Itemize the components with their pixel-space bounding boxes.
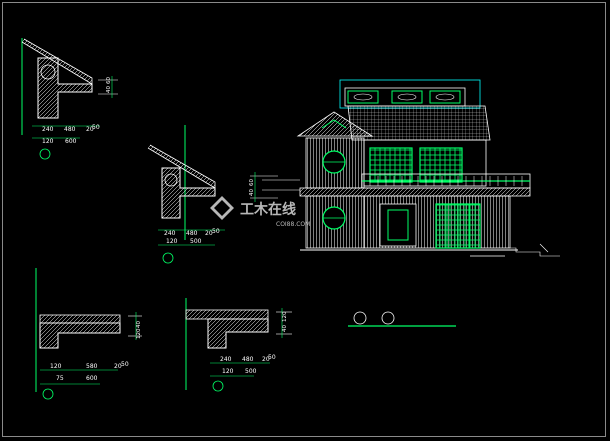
dim-label: 240: [42, 126, 54, 133]
wall-section: [207, 318, 269, 349]
legend-circle: [381, 311, 395, 325]
dim-label: 240: [220, 356, 232, 363]
dim-label: 240: [164, 230, 176, 237]
roof-slope: [147, 144, 216, 189]
floor-band: [299, 187, 531, 197]
section-marker: [42, 388, 54, 400]
section-marker: [162, 252, 174, 264]
dim-label: 50: [212, 228, 220, 235]
slab-detail-3: 40 120 120 580 20 50 75 600: [35, 268, 142, 400]
dim-label: 480: [64, 126, 76, 133]
section-marker: [212, 380, 224, 392]
drawing-frame: [2, 2, 606, 437]
dim-label: 500: [190, 238, 202, 245]
watermark-logo-icon: [210, 196, 234, 220]
dim-label: 120: [222, 368, 234, 375]
dim-label: 20: [262, 356, 270, 363]
side-dim: 40: [136, 321, 142, 328]
dim-label: 500: [245, 368, 257, 375]
side-dim: 40: [282, 325, 288, 332]
gutter-circle: [40, 64, 56, 80]
dim-label: 120: [42, 138, 54, 145]
dim-label: 480: [242, 356, 254, 363]
watermark-subtext: COI88.COM: [276, 221, 310, 228]
dim-label: 120: [50, 363, 62, 370]
side-dim: 40: [249, 189, 255, 196]
side-dim: 60: [249, 179, 255, 186]
parapet-window: [347, 90, 379, 104]
lattice-panel: [419, 147, 463, 183]
parapet-window: [391, 90, 423, 104]
section-marker: [39, 148, 51, 160]
dim-label: 120: [166, 238, 178, 245]
wall-section: [161, 167, 216, 219]
legend-symbols: [348, 311, 456, 327]
slab-top: [39, 314, 121, 324]
eave-detail-1: 40 60 240 480 20 50 120 600: [21, 38, 118, 160]
side-dim: 40: [106, 86, 112, 93]
wall-section: [39, 322, 121, 349]
dim-label: 50: [92, 124, 100, 131]
watermark-text: 工木在线: [240, 201, 296, 218]
dim-label: 20: [86, 126, 94, 133]
legend-circle: [353, 311, 367, 325]
dim-label: 600: [65, 138, 77, 145]
dim-label: 480: [186, 230, 198, 237]
slab-top: [185, 309, 269, 320]
dim-label: 75: [56, 375, 64, 382]
side-dim: 120: [282, 311, 288, 322]
house-elevation: [262, 79, 560, 257]
side-dim: 120: [136, 328, 142, 339]
side-dim: 60: [106, 77, 112, 84]
eave-detail-2: 40 60 240 480 20 50 120 500: [147, 125, 278, 264]
dim-label: 50: [121, 361, 129, 368]
dim-label: 20: [114, 363, 122, 370]
slab-detail-4: 40 120 240 480 20 50 120 500: [185, 298, 292, 392]
wall-section: [37, 57, 93, 119]
entry-door: [379, 203, 417, 247]
dim-label: 600: [86, 375, 98, 382]
gable-roof: [296, 111, 374, 137]
lattice-panel: [369, 147, 413, 183]
dim-label: 50: [268, 354, 276, 361]
dim-label: 580: [86, 363, 98, 370]
watermark: 工木在线 COI88.COM: [210, 196, 310, 228]
dim-label: 20: [205, 230, 213, 237]
parapet-window: [429, 90, 461, 104]
steps: [510, 247, 560, 257]
